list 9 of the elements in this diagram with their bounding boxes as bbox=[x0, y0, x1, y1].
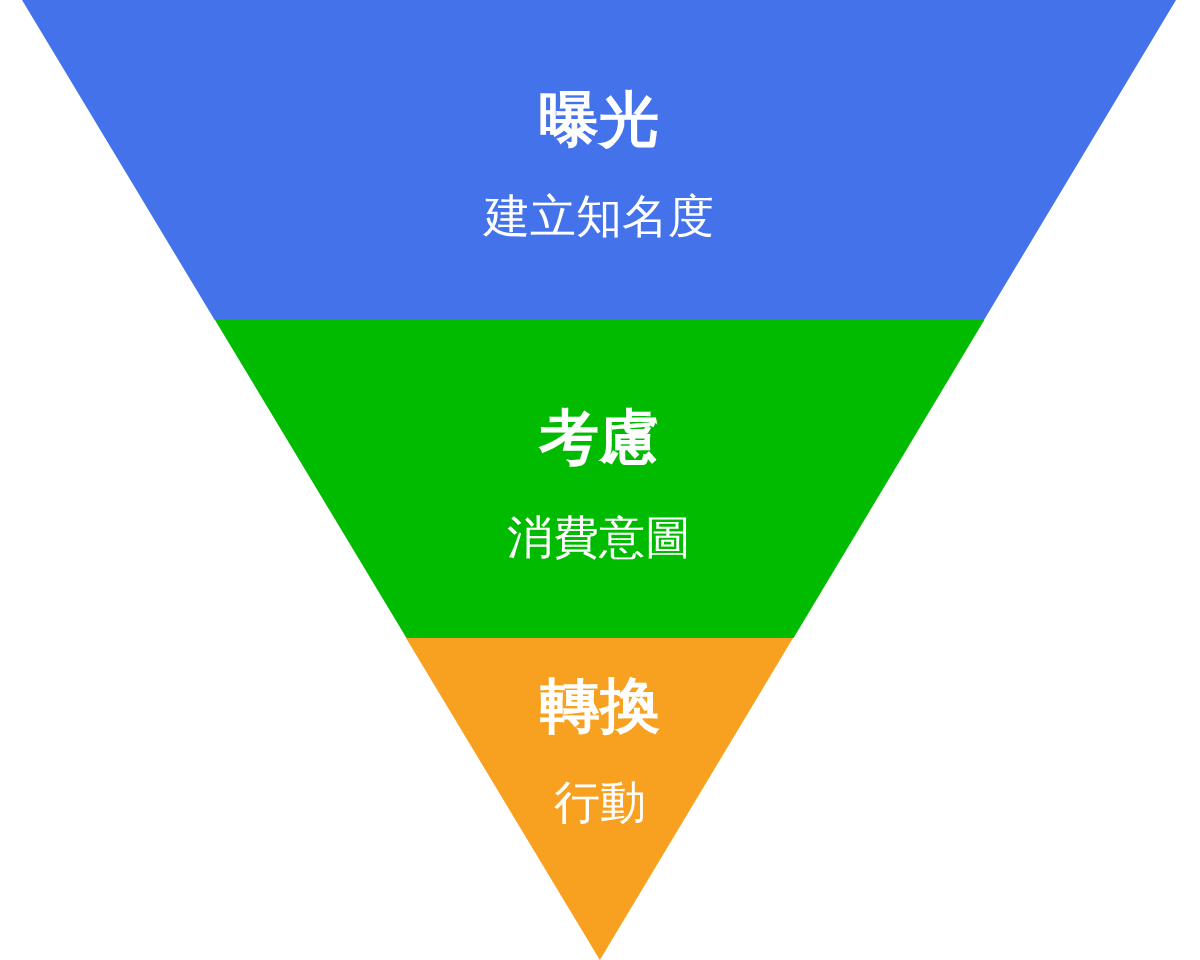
stage-subtitle: 建立知名度 bbox=[484, 189, 714, 243]
stage-subtitle: 行動 bbox=[553, 775, 646, 829]
funnel-band bbox=[22, 0, 1176, 320]
funnel-band bbox=[406, 638, 794, 960]
stage-title: 考慮 bbox=[539, 402, 660, 472]
stage-title: 曝光 bbox=[539, 84, 659, 154]
funnel-band bbox=[214, 320, 984, 638]
stage-subtitle: 消費意圖 bbox=[507, 510, 692, 564]
stage-title: 轉換 bbox=[539, 670, 660, 740]
